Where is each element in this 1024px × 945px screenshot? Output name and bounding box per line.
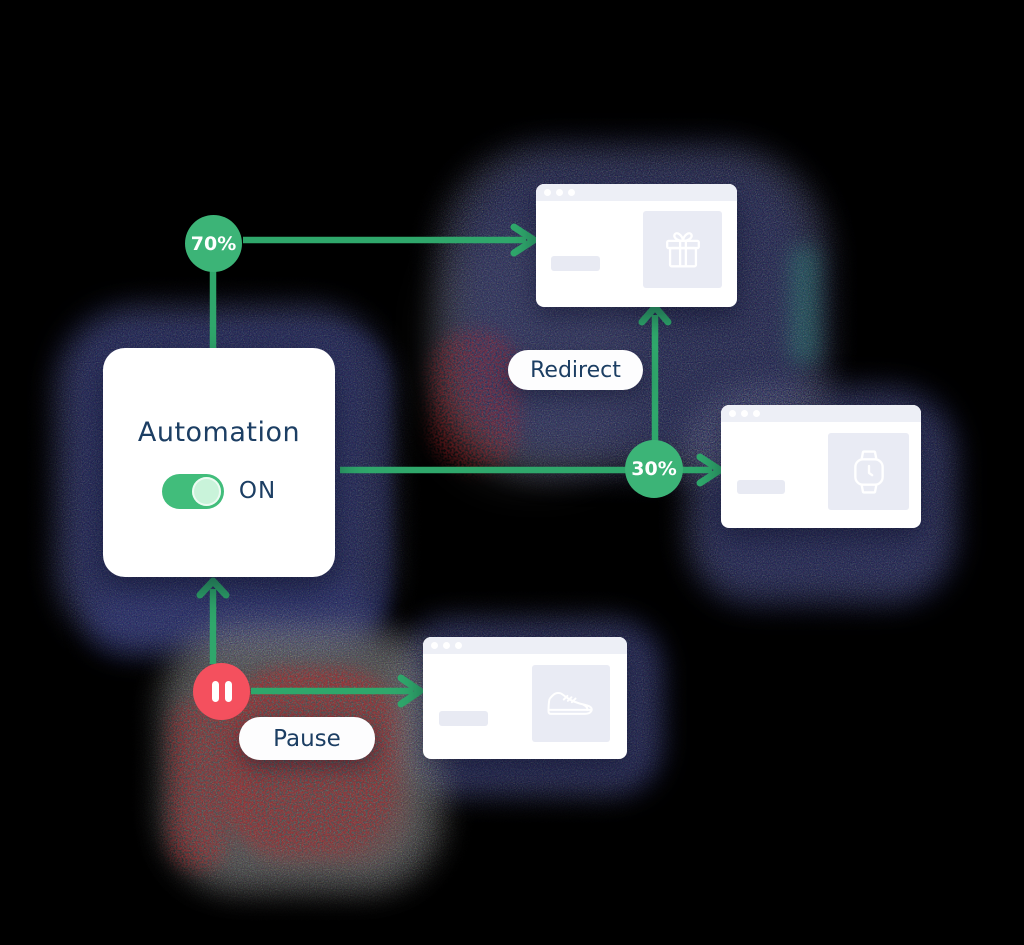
window-dot bbox=[753, 410, 760, 417]
content-placeholder bbox=[439, 711, 488, 726]
badge-70-label: 70% bbox=[190, 232, 237, 255]
automation-toggle-row: ON bbox=[161, 473, 277, 509]
pause-label: Pause bbox=[273, 725, 341, 752]
pause-badge[interactable] bbox=[193, 663, 250, 720]
badge-30-label: 30% bbox=[631, 458, 677, 480]
arrowhead-right-shoe bbox=[397, 674, 424, 708]
window-dot bbox=[568, 189, 575, 196]
toggle-knob bbox=[191, 476, 221, 506]
content-placeholder bbox=[737, 480, 785, 494]
image-panel bbox=[643, 211, 722, 288]
probability-badge-70: 70% bbox=[185, 215, 242, 272]
arrowhead-right-watch bbox=[696, 453, 724, 487]
window-dot bbox=[729, 410, 736, 417]
arrowhead-right-gift bbox=[510, 223, 538, 257]
image-panel bbox=[828, 433, 909, 510]
toggle-state-label: ON bbox=[238, 478, 277, 504]
gift-browser-window bbox=[536, 184, 737, 307]
gift-icon bbox=[665, 231, 700, 267]
pause-icon bbox=[211, 681, 232, 702]
window-titlebar bbox=[721, 405, 921, 422]
window-titlebar bbox=[423, 637, 627, 654]
window-dot bbox=[556, 189, 563, 196]
redirect-label-pill[interactable]: Redirect bbox=[508, 350, 643, 390]
sneaker-icon bbox=[547, 691, 593, 715]
content-placeholder bbox=[551, 256, 600, 271]
window-dot bbox=[544, 189, 551, 196]
window-titlebar bbox=[536, 184, 737, 201]
shoe-browser-window bbox=[423, 637, 627, 759]
redirect-label: Redirect bbox=[530, 357, 621, 383]
window-dot bbox=[431, 642, 438, 649]
automation-card: Automation ON bbox=[103, 348, 335, 577]
automation-card-title: Automation bbox=[137, 416, 301, 448]
window-dot bbox=[741, 410, 748, 417]
arrowhead-up-card bbox=[196, 577, 230, 599]
watch-browser-window bbox=[721, 405, 921, 528]
watch-icon bbox=[853, 449, 884, 494]
automation-toggle[interactable] bbox=[161, 473, 224, 509]
image-panel bbox=[532, 665, 610, 742]
pause-label-pill[interactable]: Pause bbox=[239, 717, 375, 760]
window-dot bbox=[455, 642, 462, 649]
arrowhead-up-gift bbox=[638, 303, 672, 326]
window-dot bbox=[443, 642, 450, 649]
probability-badge-30: 30% bbox=[625, 440, 683, 498]
